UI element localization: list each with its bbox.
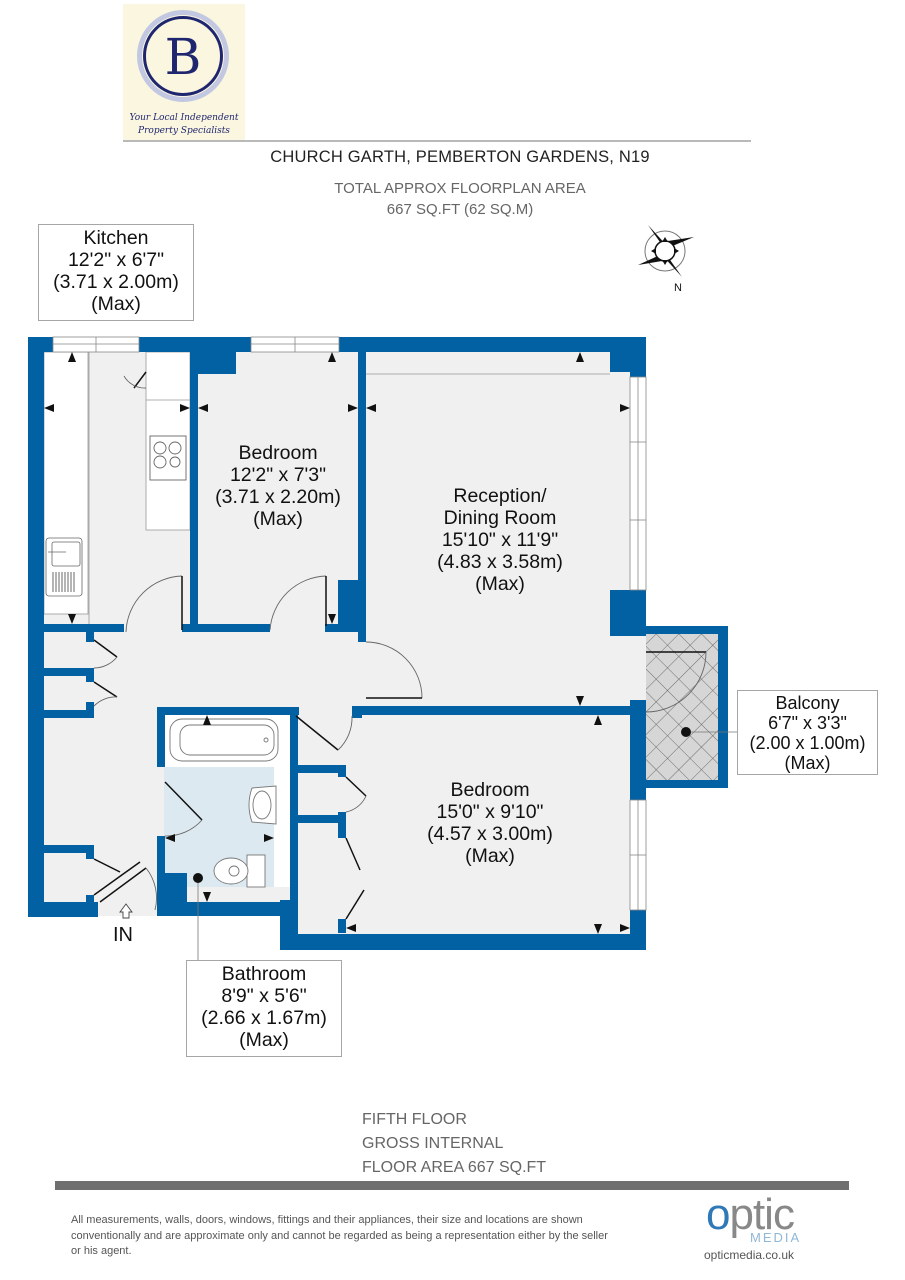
agent-logo: B Your Local Independent Property Specia… — [123, 4, 245, 140]
tagline-line-1: Your Local Independent — [129, 113, 239, 123]
bathroom-label: Bathroom 8'9" x 5'6" (2.66 x 1.67m) (Max… — [186, 960, 342, 1057]
optic-media-text: MEDIA — [750, 1230, 802, 1245]
optic-rest: ptic — [729, 1190, 794, 1239]
logo-inner-circle: B — [143, 16, 223, 96]
bedroom1-label: Bedroom 12'2" x 7'3" (3.71 x 2.20m) (Max… — [200, 442, 356, 530]
bathroom-marker — [193, 873, 203, 883]
kitchen-name: Kitchen — [83, 227, 149, 249]
floor-name: FIFTH FLOOR — [362, 1111, 467, 1128]
property-title: CHURCH GARTH, PEMBERTON GARDENS, N19 — [270, 148, 650, 166]
windows — [52, 336, 647, 911]
floor-summary: FIFTH FLOOR GROSS INTERNAL FLOOR AREA 66… — [362, 1108, 546, 1180]
balcony-imperial: 6'7" x 3'3" — [768, 713, 847, 733]
balcony-metric: (2.00 x 1.00m) — [749, 733, 866, 753]
reception-metric: (4.83 x 3.58m) — [437, 551, 563, 573]
dimension-arrows — [44, 352, 630, 934]
compass-icon — [638, 225, 694, 277]
balcony-label: Balcony 6'7" x 3'3" (2.00 x 1.00m) (Max) — [737, 690, 878, 775]
balcony-note: (Max) — [784, 753, 831, 773]
logo-tagline: Your Local Independent Property Speciali… — [123, 112, 245, 138]
bedroom2-note: (Max) — [465, 845, 515, 867]
optic-wordmark: optic — [706, 1190, 795, 1240]
kitchen-metric: (3.71 x 2.00m) — [53, 271, 179, 293]
bedroom2-name: Bedroom — [450, 779, 530, 801]
bedroom1-note: (Max) — [253, 508, 303, 530]
optic-media-logo: optic MEDIA opticmedia.co.uk — [700, 1190, 810, 1266]
bedroom2-label: Bedroom 15'0" x 9'10" (4.57 x 3.00m) (Ma… — [398, 779, 582, 867]
bedroom1-metric: (3.71 x 2.20m) — [215, 486, 341, 508]
bedroom1-imperial: 12'2" x 7'3" — [229, 464, 327, 486]
reception-label: Reception/ Dining Room 15'10" x 11'9" (4… — [408, 485, 592, 595]
disclaimer: All measurements, walls, doors, windows,… — [71, 1214, 608, 1257]
bathtub-icon — [169, 718, 279, 762]
reception-imperial: 15'10" x 11'9" — [441, 529, 559, 551]
total-area-label: TOTAL APPROX FLOORPLAN AREA — [334, 180, 586, 197]
footer-divider — [55, 1181, 849, 1190]
optic-o: o — [706, 1190, 731, 1239]
balcony-hatch — [646, 634, 718, 784]
entrance-arrow-icon — [119, 903, 133, 919]
logo-letter: B — [164, 28, 202, 86]
entrance-label: IN — [113, 924, 133, 946]
bathroom-metric: (2.66 x 1.67m) — [201, 1007, 327, 1029]
bathroom-name: Bathroom — [221, 963, 307, 985]
toilet-icon — [213, 854, 266, 888]
floorplan — [28, 336, 737, 960]
balcony-name: Balcony — [775, 693, 840, 713]
tagline-line-2: Property Specialists — [138, 126, 230, 136]
washbasin-icon — [248, 785, 277, 825]
reception-name-2: Dining Room — [443, 507, 557, 529]
walls — [28, 337, 728, 950]
compass-north-label: N — [674, 282, 682, 294]
bedroom1-name: Bedroom — [238, 442, 318, 464]
bedroom2-imperial: 15'0" x 9'10" — [436, 801, 544, 823]
bathroom-imperial: 8'9" x 5'6" — [221, 985, 307, 1007]
bedroom2-metric: (4.57 x 3.00m) — [427, 823, 553, 845]
doors — [93, 371, 707, 920]
gross-internal-label: GROSS INTERNAL — [362, 1135, 504, 1152]
logo-outer-ring — [137, 10, 229, 102]
total-area-value: 667 SQ.FT (62 SQ.M) — [386, 201, 534, 218]
reception-note: (Max) — [475, 573, 525, 595]
sink-icon — [45, 537, 83, 597]
kitchen-imperial: 12'2" x 6'7" — [67, 249, 165, 271]
total-area: TOTAL APPROX FLOORPLAN AREA 667 SQ.FT (6… — [250, 178, 670, 220]
balcony-marker — [681, 727, 691, 737]
kitchen-label: Kitchen 12'2" x 6'7" (3.71 x 2.00m) (Max… — [38, 224, 194, 321]
optic-url: opticmedia.co.uk — [704, 1248, 795, 1262]
kitchen-note: (Max) — [91, 293, 141, 315]
hob-icon — [149, 435, 187, 481]
gross-internal-area: FLOOR AREA 667 SQ.FT — [362, 1159, 547, 1176]
bathroom-note: (Max) — [239, 1029, 289, 1051]
reception-name-1: Reception/ — [453, 485, 547, 507]
header-divider — [123, 140, 751, 142]
